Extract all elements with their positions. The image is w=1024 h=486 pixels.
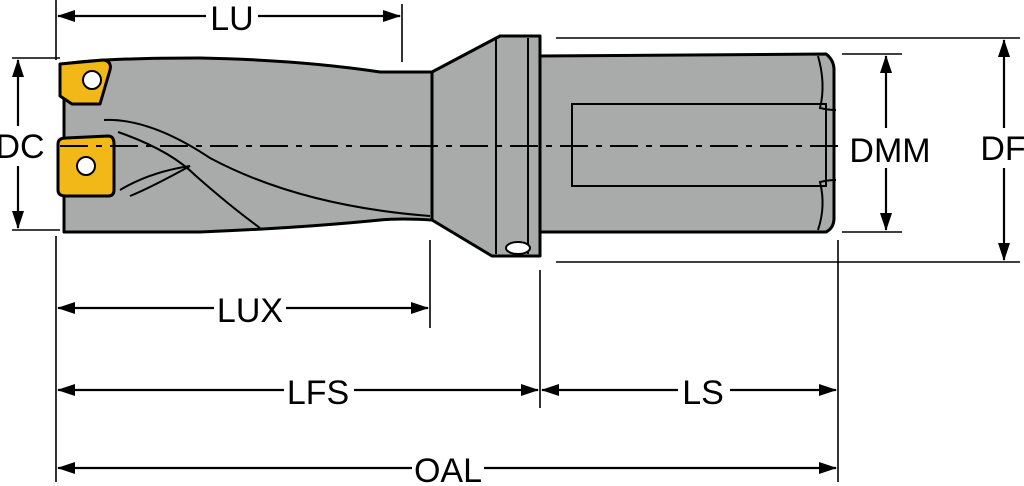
label-lu: LU [210,0,253,38]
drill-tool [56,34,840,258]
label-ls: LS [682,374,724,412]
label-lfs: LFS [287,374,349,412]
shank [538,52,836,234]
extension-lines [12,0,1020,482]
flute-lower [119,165,191,197]
flute-upper [103,118,431,217]
insert-screw-top [82,70,102,90]
label-dc: DC [0,128,45,166]
insert-screw-center [76,156,96,176]
label-df: DF [980,130,1024,168]
shank-groove-bottom [817,179,837,231]
shank-groove-top [817,55,837,111]
label-dmm: DMM [849,132,930,170]
label-oal: OAL [414,452,482,486]
flute-helix [117,131,261,229]
label-lux: LUX [217,292,283,330]
coolant-hole [505,241,531,255]
